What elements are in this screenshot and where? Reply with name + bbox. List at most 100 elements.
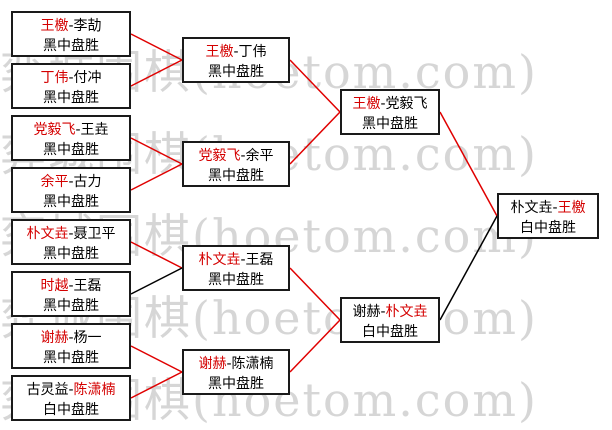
player-one-name: 党毅飞 <box>198 148 241 164</box>
connector-line <box>130 345 183 373</box>
match-players: 王檄-党毅飞 <box>342 94 438 114</box>
connector-line <box>289 319 341 373</box>
round3-match-box: 谢赫-朴文垚白中盘胜 <box>340 297 440 343</box>
round2-match-box: 谢赫-陈潇楠黑中盘胜 <box>182 349 290 395</box>
match-players: 余平-古力 <box>13 172 129 192</box>
match-players: 谢赫-陈潇楠 <box>184 354 288 374</box>
match-players: 朴文垚-王檄 <box>499 198 597 218</box>
player-one-name: 时越 <box>40 278 69 294</box>
versus-dash: - <box>68 18 74 34</box>
round1-match-box: 王檄-李劼黑中盘胜 <box>11 11 131 57</box>
connector-line <box>130 371 183 399</box>
player-two-name: 丁伟 <box>238 44 267 60</box>
match-players: 朴文垚-王磊 <box>184 250 288 270</box>
versus-dash: - <box>240 148 246 164</box>
round2-match-box: 王檄-丁伟黑中盘胜 <box>182 37 290 83</box>
final-match-box: 朴文垚-王檄白中盘胜 <box>497 193 599 239</box>
versus-dash: - <box>380 96 386 112</box>
versus-dash: - <box>240 252 246 268</box>
player-two-name: 古力 <box>73 174 102 190</box>
match-result: 黑中盘胜 <box>43 142 99 158</box>
match-result: 黑中盘胜 <box>43 350 99 366</box>
versus-dash: - <box>68 278 74 294</box>
player-one-name: 朴文垚 <box>510 200 553 216</box>
player-two-name: 聂卫平 <box>73 226 116 242</box>
player-two-name: 李劼 <box>73 18 102 34</box>
match-players: 王檄-丁伟 <box>184 42 288 62</box>
match-result: 黑中盘胜 <box>43 90 99 106</box>
match-result: 黑中盘胜 <box>43 38 99 54</box>
versus-dash: - <box>233 44 239 60</box>
player-one-name: 谢赫 <box>198 356 227 372</box>
player-two-name: 杨一 <box>73 330 102 346</box>
round3-match-box: 王檄-党毅飞黑中盘胜 <box>340 89 440 135</box>
versus-dash: - <box>68 174 74 190</box>
connector-line <box>289 267 341 321</box>
match-players: 党毅飞-余平 <box>184 146 288 166</box>
versus-dash: - <box>68 330 74 346</box>
player-one-name: 王檄 <box>205 44 234 60</box>
match-players: 谢赫-朴文垚 <box>342 302 438 322</box>
player-one-name: 朴文垚 <box>26 226 69 242</box>
round1-match-box: 时越-王磊黑中盘胜 <box>11 271 131 317</box>
versus-dash: - <box>552 200 558 216</box>
match-result: 黑中盘胜 <box>208 376 264 392</box>
connector-line <box>130 267 183 295</box>
match-players: 朴文垚-聂卫平 <box>13 224 129 244</box>
player-two-name: 党毅飞 <box>385 96 428 112</box>
match-result: 黑中盘胜 <box>43 246 99 262</box>
player-one-name: 王檄 <box>40 18 69 34</box>
versus-dash: - <box>68 70 74 86</box>
match-players: 古灵益-陈潇楠 <box>13 380 129 400</box>
player-two-name: 陈潇楠 <box>231 356 274 372</box>
connector-line <box>289 111 341 165</box>
player-one-name: 党毅飞 <box>33 122 76 138</box>
versus-dash: - <box>226 356 232 372</box>
match-players: 时越-王磊 <box>13 276 129 296</box>
match-result: 白中盘胜 <box>43 402 99 418</box>
match-result: 黑中盘胜 <box>43 298 99 314</box>
match-players: 党毅飞-王垚 <box>13 120 129 140</box>
round1-match-box: 古灵益-陈潇楠白中盘胜 <box>11 375 131 421</box>
match-result: 黑中盘胜 <box>208 272 264 288</box>
player-two-name: 王垚 <box>80 122 109 138</box>
player-one-name: 朴文垚 <box>198 252 241 268</box>
player-one-name: 谢赫 <box>40 330 69 346</box>
match-result: 白中盘胜 <box>520 220 576 236</box>
connector-line <box>130 59 183 87</box>
player-two-name: 朴文垚 <box>385 304 428 320</box>
player-one-name: 余平 <box>40 174 69 190</box>
match-players: 谢赫-杨一 <box>13 328 129 348</box>
connector-line <box>439 215 498 321</box>
round1-match-box: 丁伟-付冲黑中盘胜 <box>11 63 131 109</box>
versus-dash: - <box>68 382 74 398</box>
connector-line <box>439 111 498 217</box>
player-two-name: 付冲 <box>73 70 102 86</box>
player-two-name: 余平 <box>245 148 274 164</box>
round1-match-box: 党毅飞-王垚黑中盘胜 <box>11 115 131 161</box>
player-one-name: 丁伟 <box>40 70 69 86</box>
player-one-name: 谢赫 <box>352 304 381 320</box>
connector-line <box>130 33 183 61</box>
round1-match-box: 谢赫-杨一黑中盘胜 <box>11 323 131 369</box>
connector-line <box>130 163 183 191</box>
player-one-name: 王檄 <box>352 96 381 112</box>
connector-line <box>130 241 183 269</box>
versus-dash: - <box>68 226 74 242</box>
round2-match-box: 朴文垚-王磊黑中盘胜 <box>182 245 290 291</box>
player-two-name: 王磊 <box>245 252 274 268</box>
match-result: 黑中盘胜 <box>43 194 99 210</box>
player-two-name: 王檄 <box>557 200 586 216</box>
match-result: 黑中盘胜 <box>208 168 264 184</box>
match-players: 王檄-李劼 <box>13 16 129 36</box>
versus-dash: - <box>75 122 81 138</box>
player-two-name: 王磊 <box>73 278 102 294</box>
match-players: 丁伟-付冲 <box>13 68 129 88</box>
match-result: 黑中盘胜 <box>362 116 418 132</box>
connector-line <box>289 59 341 113</box>
round1-match-box: 余平-古力黑中盘胜 <box>11 167 131 213</box>
versus-dash: - <box>380 304 386 320</box>
match-result: 白中盘胜 <box>362 324 418 340</box>
player-two-name: 陈潇楠 <box>73 382 116 398</box>
